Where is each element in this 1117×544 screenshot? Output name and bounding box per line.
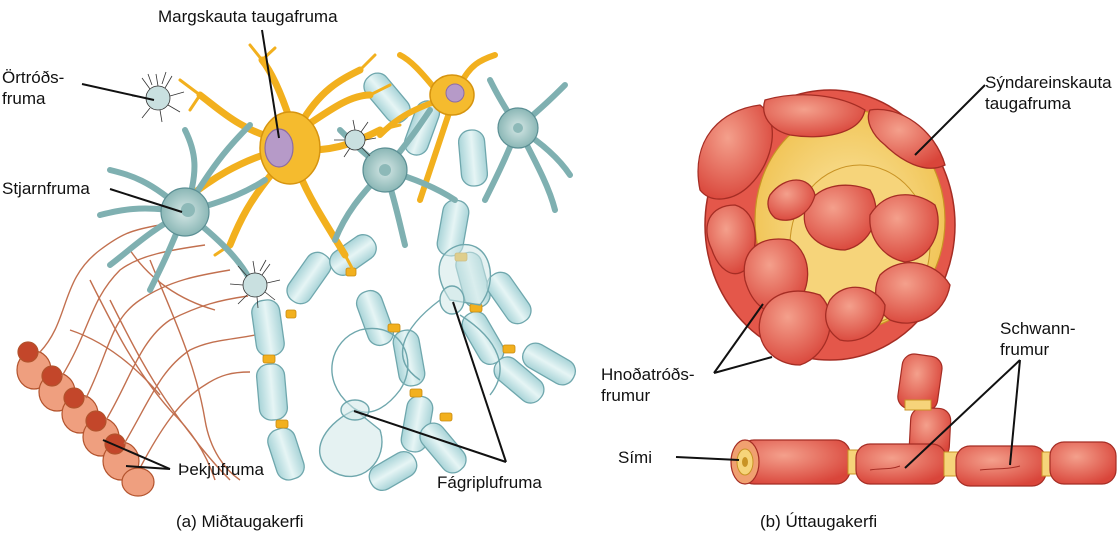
panel-b-pns [697,89,1117,487]
label-multipolar-neuron: Margskauta taugafruma [158,7,338,26]
label-microglia: Fágriplufruma [437,473,542,492]
caption-panel-a: (a) Miðtaugakerfi [176,512,304,531]
panel-a-cns [16,43,577,497]
microglia-cells [318,244,501,477]
label-schwann-cells: Schwann- frumur [1000,319,1076,359]
caption-panel-b: (b) Úttaugakerfi [760,512,878,531]
label-astrocyte: Stjarnfruma [2,179,90,198]
ependymal-processes [39,224,256,481]
leader-lines [81,29,1021,470]
peripheral-axon [730,439,1117,487]
oligodendrocytes [131,71,377,309]
label-satellite-cells: Hnoðatróðs- frumur [601,365,695,405]
multipolar-neuron [163,43,498,270]
label-axon: Sími [618,448,652,467]
label-ependymal-cell: Þekjufruma [178,460,264,479]
unipolar-neuron-cluster [697,89,956,366]
ependymal-cells [16,341,155,497]
label-unipolar-neuron: Sýndareinskauta taugafruma [985,73,1112,113]
label-oligodendrocyte: Örtróðs- fruma [2,68,65,108]
axon-stem [897,353,952,460]
